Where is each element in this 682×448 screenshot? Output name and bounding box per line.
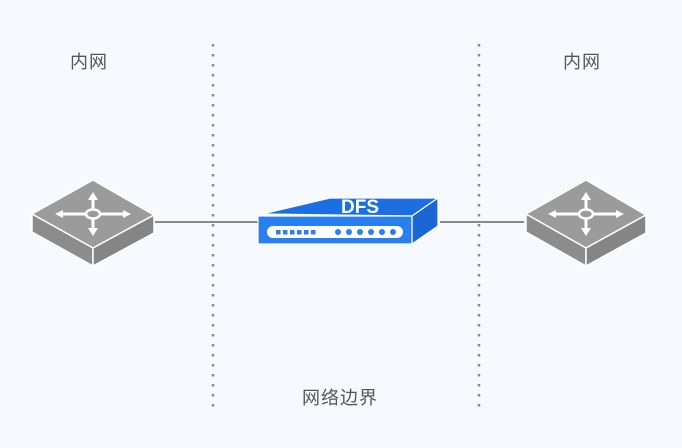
right-zone-label: 内网 — [563, 52, 601, 73]
port-led-square — [297, 230, 302, 235]
port-led-dot — [346, 229, 352, 235]
left-switch-icon — [30, 179, 156, 268]
port-led-square — [304, 230, 309, 235]
dfs-device-icon: DFS — [257, 196, 440, 246]
port-led-dot — [335, 229, 341, 235]
port-led-square — [311, 230, 316, 235]
port-led-square — [290, 230, 295, 235]
left-zone-label: 内网 — [70, 52, 108, 73]
port-led-dot — [368, 229, 374, 235]
boundary-label: 网络边界 — [302, 388, 378, 409]
switch-arrows-icon — [55, 192, 131, 236]
port-led-dot — [390, 229, 396, 235]
led-group-left — [276, 230, 316, 235]
port-led-dot — [379, 229, 385, 235]
port-led-square — [276, 230, 281, 235]
port-led-dot — [357, 229, 363, 235]
right-switch-icon — [524, 179, 648, 268]
device-name: DFS — [341, 197, 379, 218]
switch-arrows-icon — [548, 192, 624, 236]
port-led-square — [283, 230, 288, 235]
led-group-right — [335, 229, 396, 235]
